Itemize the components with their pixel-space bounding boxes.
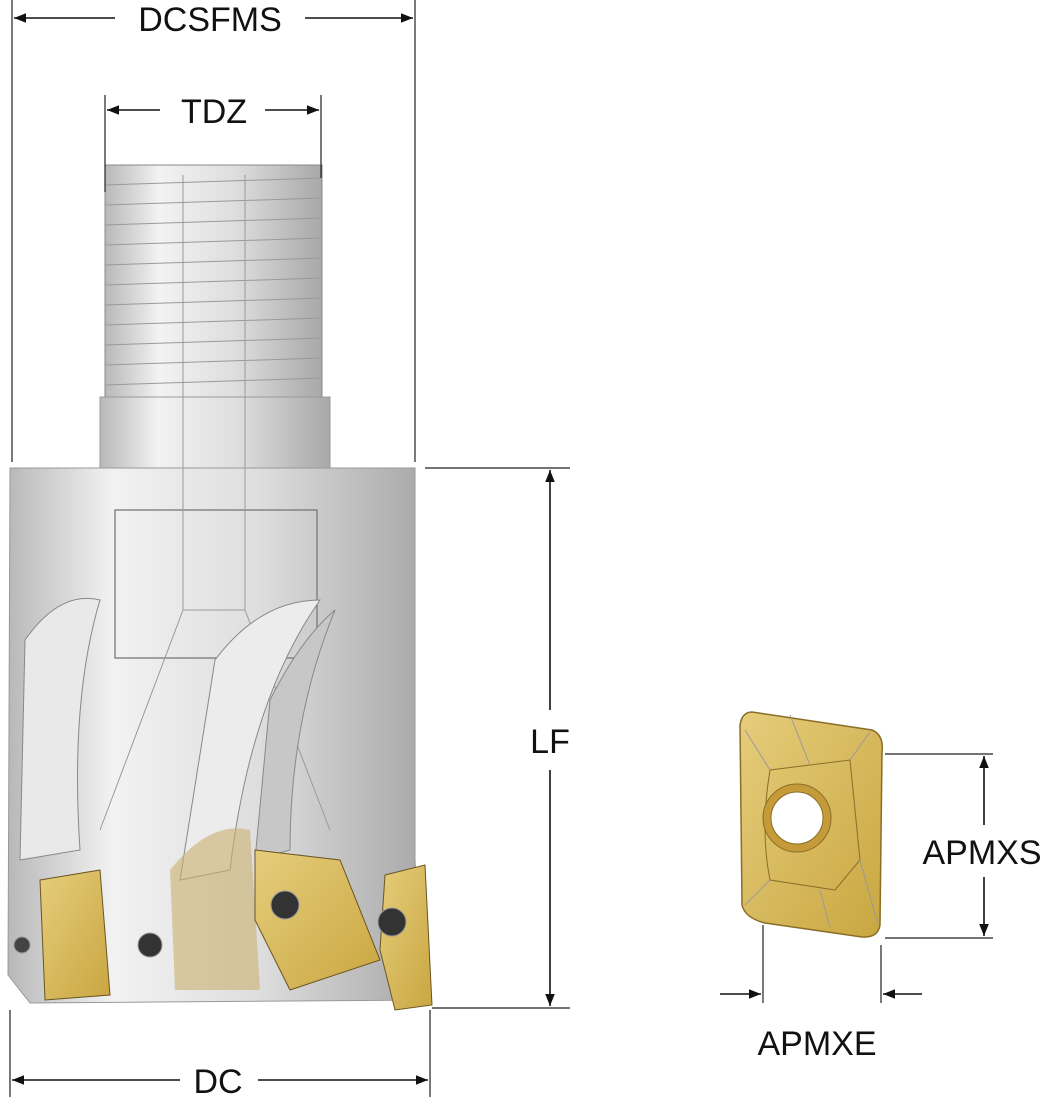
dcsfms-label: DCSFMS bbox=[138, 1, 282, 39]
screw-icon bbox=[270, 890, 300, 920]
dimension-dc: DC bbox=[9, 1010, 431, 1101]
dimension-apmxe: APMXE bbox=[720, 925, 922, 1063]
tdz-label: TDZ bbox=[181, 93, 247, 131]
dimension-tdz: TDZ bbox=[104, 93, 322, 192]
dimension-apmxs: APMXS bbox=[885, 753, 1042, 939]
apmxe-label: APMXE bbox=[757, 1025, 876, 1063]
lf-label: LF bbox=[530, 723, 570, 761]
insert-drawing bbox=[739, 711, 884, 938]
screw-icon bbox=[377, 907, 407, 937]
thread-lines bbox=[104, 177, 323, 386]
cutter-body bbox=[7, 164, 433, 1011]
dimension-lf: LF bbox=[425, 467, 570, 1009]
cutter-inserts bbox=[13, 849, 433, 1011]
screw-icon bbox=[13, 936, 31, 954]
apmxs-label: APMXS bbox=[922, 834, 1041, 872]
dimension-dcsfms: DCSFMS bbox=[11, 0, 416, 462]
dc-label: DC bbox=[193, 1063, 242, 1101]
screw-icon bbox=[137, 932, 163, 958]
